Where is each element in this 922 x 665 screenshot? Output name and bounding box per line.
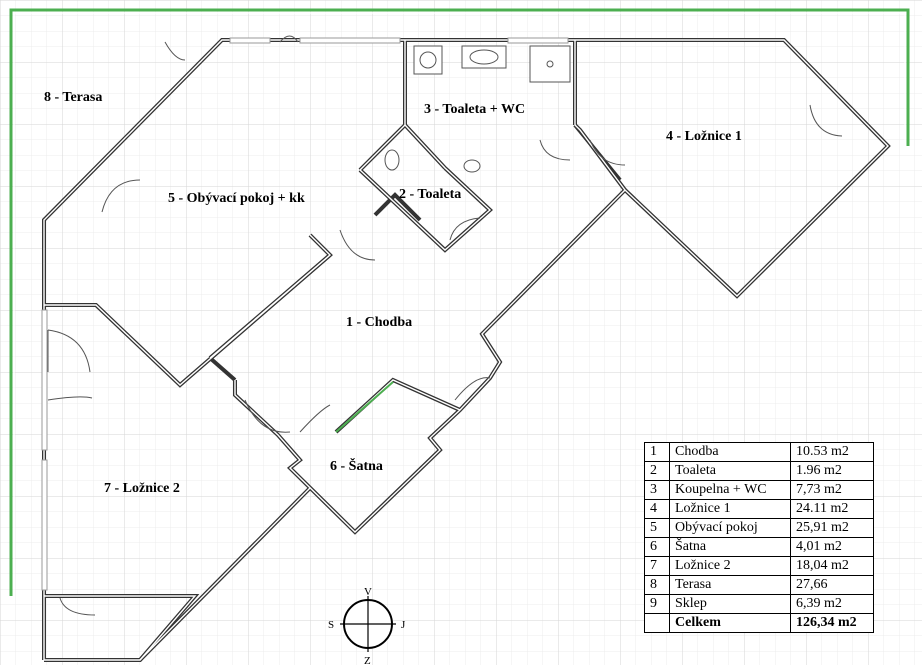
table-cell-area: 7,73 m2 xyxy=(790,480,874,500)
table-cell-name: Chodba xyxy=(669,442,791,462)
table-cell-num: 1 xyxy=(644,442,670,462)
room-label-terasa: 8 - Terasa xyxy=(44,90,102,105)
doors xyxy=(47,35,843,616)
table-cell-name: Sklep xyxy=(669,594,791,614)
table-cell-name: Ložnice 2 xyxy=(669,556,791,576)
washing-machine-icon xyxy=(413,45,443,75)
terrace-boundary-inner xyxy=(13,12,906,596)
toilet-icon xyxy=(384,149,400,171)
room-label-chodba: 1 - Chodba xyxy=(346,315,412,330)
table-cell-name: Celkem xyxy=(669,613,791,633)
table-cell-num: 9 xyxy=(644,594,670,614)
table-cell-name: Terasa xyxy=(669,575,791,595)
satna-green-wall xyxy=(335,381,394,433)
room-label-loznice1: 4 - Ložnice 1 xyxy=(666,129,742,144)
compass: V Z S J xyxy=(328,586,406,665)
table-cell-area: 1.96 m2 xyxy=(790,461,874,481)
table-cell-name: Koupelna + WC xyxy=(669,480,791,500)
table-cell-num: 2 xyxy=(644,461,670,481)
table-cell-area: 6,39 m2 xyxy=(790,594,874,614)
table-cell-num: 8 xyxy=(644,575,670,595)
table-cell-area: 25,91 m2 xyxy=(790,518,874,538)
compass-south: Z xyxy=(364,655,371,665)
table-cell-num xyxy=(644,613,670,633)
room-label-obyvaci: 5 - Obývací pokoj + kk xyxy=(168,191,305,206)
table-cell-num: 4 xyxy=(644,499,670,519)
table-cell-area: 18,04 m2 xyxy=(790,556,874,576)
room-label-toaleta: 2 - Toaleta xyxy=(399,187,461,202)
table-cell-name: Ložnice 1 xyxy=(669,499,791,519)
room-label-loznice2: 7 - Ložnice 2 xyxy=(104,481,180,496)
table-cell-name: Šatna xyxy=(669,537,791,557)
toilet-2-icon xyxy=(463,159,481,173)
compass-north: V xyxy=(364,586,372,598)
compass-east: J xyxy=(401,619,406,631)
table-cell-area: 126,34 m2 xyxy=(790,613,874,633)
table-cell-name: Obývací pokoj xyxy=(669,518,791,538)
table-cell-num: 6 xyxy=(644,537,670,557)
table-cell-num: 7 xyxy=(644,556,670,576)
table-cell-area: 4,01 m2 xyxy=(790,537,874,557)
table-cell-num: 5 xyxy=(644,518,670,538)
table-cell-name: Toaleta xyxy=(669,461,791,481)
table-cell-area: 24.11 m2 xyxy=(790,499,874,519)
table-cell-area: 27,66 xyxy=(790,575,874,595)
compass-west: S xyxy=(328,619,334,631)
terrace-boundary xyxy=(9,8,910,596)
room-label-koupelna: 3 - Toaleta + WC xyxy=(424,102,525,117)
windows xyxy=(41,37,569,591)
fixtures xyxy=(384,45,571,173)
table-cell-num: 3 xyxy=(644,480,670,500)
table-cell-area: 10.53 m2 xyxy=(790,442,874,462)
room-label-satna: 6 - Šatna xyxy=(330,457,383,474)
